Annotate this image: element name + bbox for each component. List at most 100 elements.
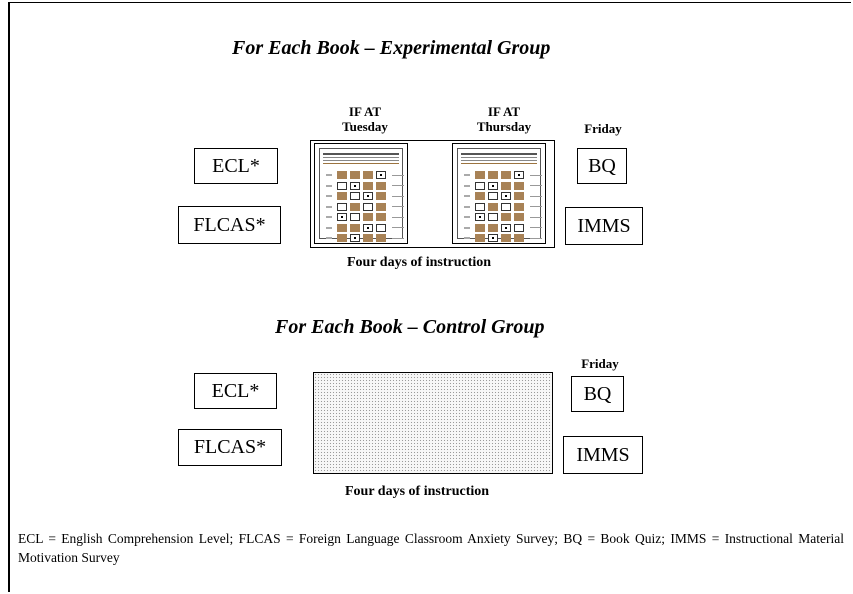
- ifat-score-line: [392, 237, 404, 239]
- experimental-bq-box: BQ: [577, 148, 627, 184]
- ifat-row-number: [464, 184, 470, 187]
- correct-answer-cell: [376, 171, 386, 180]
- ifat-row-number: [326, 216, 332, 219]
- revealed-cell: [363, 202, 373, 211]
- ifat-row-number: [326, 205, 332, 208]
- ifat-score-line: [392, 227, 404, 229]
- scratch-cell: [514, 181, 524, 190]
- scratch-cell: [488, 223, 498, 232]
- revealed-cell: [376, 223, 386, 232]
- scratch-cell: [376, 181, 386, 190]
- scratch-cell: [475, 223, 485, 232]
- control-flcas-box: FLCAS*: [178, 429, 282, 466]
- correct-answer-cell: [488, 234, 498, 243]
- ifat-row: [326, 191, 404, 202]
- ifat-score-line: [530, 206, 542, 208]
- scratch-cell: [337, 223, 347, 232]
- scratch-cell: [376, 202, 386, 211]
- scratch-cell: [475, 234, 485, 243]
- control-imms-box: IMMS: [563, 436, 643, 474]
- slide-frame: [8, 2, 851, 592]
- thursday-ifat-text: IF AT: [487, 104, 521, 119]
- ifat-row-number: [326, 174, 332, 177]
- ifat-row-number: [464, 205, 470, 208]
- correct-answer-cell: [514, 171, 524, 180]
- revealed-cell: [501, 202, 511, 211]
- experimental-flcas-box: FLCAS*: [178, 206, 281, 244]
- ifat-score-line: [392, 185, 404, 187]
- control-bq-box: BQ: [571, 376, 624, 412]
- scratch-cell: [337, 171, 347, 180]
- ifat-row-number: [464, 174, 470, 177]
- scratch-cell: [363, 181, 373, 190]
- revealed-cell: [337, 202, 347, 211]
- ifat-row-number: [464, 216, 470, 219]
- ifat-row: [464, 244, 542, 245]
- thursday-label: IF AT Thursday: [468, 104, 540, 134]
- ifat-row: [326, 181, 404, 192]
- scratch-cell: [475, 171, 485, 180]
- ifat-sheet-header: [461, 151, 537, 167]
- ifat-score-line: [530, 237, 542, 239]
- ifat-row: [326, 233, 404, 243]
- experimental-group-title: For Each Book – Experimental Group: [232, 37, 551, 59]
- ifat-sheet-header: [323, 151, 399, 167]
- revealed-cell: [337, 181, 347, 190]
- correct-answer-cell: [488, 181, 498, 190]
- ifat-row-number: [326, 184, 332, 187]
- scratch-cell: [488, 171, 498, 180]
- correct-answer-cell: [350, 234, 360, 243]
- scratch-cell: [514, 213, 524, 222]
- correct-answer-cell: [475, 213, 485, 222]
- ifat-score-line: [530, 227, 542, 229]
- control-group-title: For Each Book – Control Group: [275, 316, 545, 338]
- ifat-answer-sheet-tuesday: [314, 143, 408, 244]
- ifat-row: [326, 212, 404, 223]
- experimental-caption: Four days of instruction: [347, 255, 492, 270]
- experimental-ecl-box: ECL*: [194, 148, 278, 184]
- ifat-row: [326, 244, 404, 245]
- scratch-cell: [501, 234, 511, 243]
- revealed-cell: [488, 192, 498, 201]
- scratch-cell: [350, 171, 360, 180]
- scratch-cell: [363, 213, 373, 222]
- ifat-row-number: [326, 226, 332, 229]
- scratch-cell: [337, 234, 347, 243]
- ifat-sheets-panel: [310, 140, 555, 248]
- scratch-cell: [501, 181, 511, 190]
- control-friday-label: Friday: [581, 356, 619, 371]
- scratch-cell: [337, 192, 347, 201]
- scratch-cell: [514, 192, 524, 201]
- ifat-row: [464, 202, 542, 213]
- scratch-cell: [488, 202, 498, 211]
- revealed-cell: [475, 202, 485, 211]
- ifat-row-number: [464, 226, 470, 229]
- scratch-cell: [350, 223, 360, 232]
- control-caption: Four days of instruction: [345, 484, 490, 499]
- ifat-answer-grid: [326, 170, 404, 245]
- ifat-row: [464, 181, 542, 192]
- ifat-row: [326, 223, 404, 234]
- scratch-cell: [501, 213, 511, 222]
- ifat-sheet-border: [319, 148, 404, 243]
- correct-answer-cell: [501, 192, 511, 201]
- ifat-sheet-border: [457, 148, 542, 243]
- ifat-score-line: [530, 185, 542, 187]
- scratch-cell: [501, 171, 511, 180]
- scratch-cell: [514, 202, 524, 211]
- scratch-cell: [376, 192, 386, 201]
- revealed-cell: [350, 192, 360, 201]
- ifat-row: [464, 233, 542, 243]
- ifat-row: [464, 223, 542, 234]
- scratch-cell: [363, 171, 373, 180]
- revealed-cell: [350, 213, 360, 222]
- ifat-row: [326, 202, 404, 213]
- scratch-cell: [514, 234, 524, 243]
- ifat-score-line: [530, 174, 542, 176]
- control-instruction-block: [313, 372, 553, 474]
- experimental-imms-box: IMMS: [565, 207, 643, 245]
- correct-answer-cell: [501, 223, 511, 232]
- ifat-score-line: [530, 195, 542, 197]
- correct-answer-cell: [350, 181, 360, 190]
- ifat-row: [464, 212, 542, 223]
